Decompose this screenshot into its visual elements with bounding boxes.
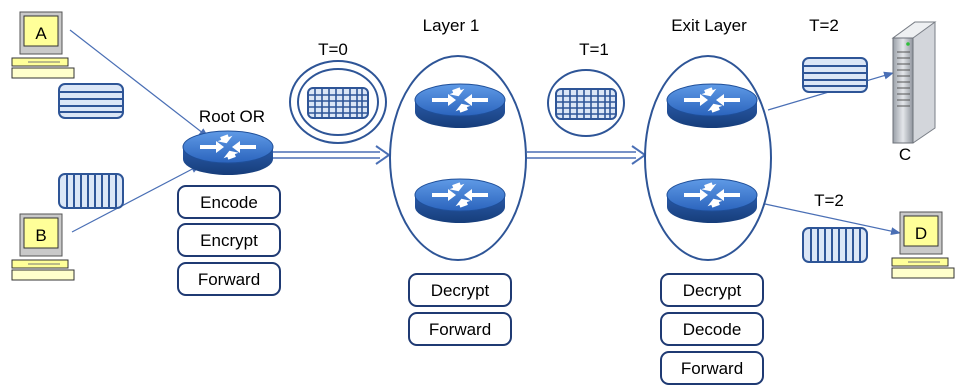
message-d-icon	[802, 227, 868, 263]
layer1-router-top-icon	[414, 83, 506, 129]
layer1-router-bottom-icon	[414, 178, 506, 224]
exit-layer-label: Exit Layer	[671, 16, 747, 35]
computer-a-label: A	[35, 24, 47, 43]
op-encode: Encode	[200, 193, 258, 212]
computer-a-icon	[11, 11, 75, 79]
op-exit-forward: Forward	[681, 359, 743, 378]
server-c-label: C	[899, 145, 911, 164]
onion-t0-icon	[289, 60, 387, 144]
t2-bottom-label: T=2	[814, 191, 844, 210]
root-ops: Encode Encrypt Forward	[177, 185, 281, 296]
link-exit-to-d	[764, 203, 901, 236]
root-router-icon	[182, 130, 274, 176]
root-or-label: Root OR	[199, 107, 265, 126]
computer-b-label: B	[35, 226, 46, 245]
double-arrow-layer1-to-exit	[527, 145, 647, 165]
op-encrypt: Encrypt	[200, 231, 258, 250]
double-arrow-root-to-layer1	[272, 145, 391, 165]
message-a-icon	[58, 83, 124, 119]
message-c-icon	[802, 57, 868, 93]
exit-router-bottom-icon	[666, 178, 758, 224]
computer-d-label: D	[915, 224, 927, 243]
t1-label: T=1	[579, 40, 609, 59]
message-b-icon	[58, 173, 124, 209]
op-exit-decrypt: Decrypt	[683, 281, 742, 300]
exit-router-top-icon	[666, 83, 758, 129]
op-exit-decode: Decode	[683, 320, 742, 339]
onion-t1-icon	[547, 69, 625, 137]
op-root-forward: Forward	[198, 270, 260, 289]
op-layer1-decrypt: Decrypt	[431, 281, 490, 300]
layer1-label: Layer 1	[423, 16, 480, 35]
link-b-to-root	[71, 164, 201, 233]
exit-ops: Decrypt Decode Forward	[660, 273, 764, 385]
computer-d-icon	[891, 211, 955, 279]
computer-b-icon	[11, 213, 75, 281]
t0-label: T=0	[318, 40, 348, 59]
t2-top-label: T=2	[809, 16, 839, 35]
server-c-icon	[891, 21, 937, 144]
link-a-to-root	[69, 29, 209, 138]
layer1-ops: Decrypt Forward	[408, 273, 512, 346]
op-layer1-forward: Forward	[429, 320, 491, 339]
